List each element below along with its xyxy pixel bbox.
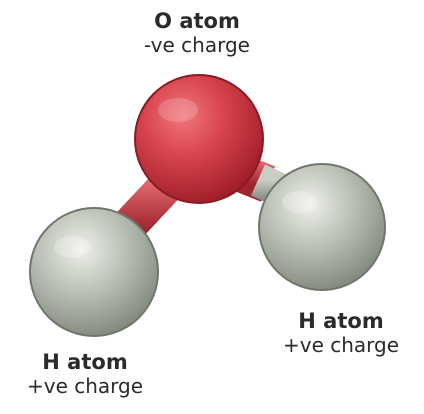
- oxygen-atom: [134, 74, 264, 204]
- hydrogen-atom-left-label: H atom +ve charge: [0, 350, 170, 398]
- hydrogen-atom-left-name: H atom: [42, 350, 128, 374]
- hydrogen-atom-right-label: H atom +ve charge: [258, 309, 424, 357]
- hydrogen-atom-left-charge: +ve charge: [26, 373, 144, 398]
- oxygen-atom-name: O atom: [154, 9, 240, 33]
- hydrogen-atom-right-name: H atom: [298, 309, 384, 333]
- hydrogen-atom-right-charge: +ve charge: [282, 332, 400, 357]
- hydrogen-atom-right: [258, 163, 386, 291]
- oxygen-atom-label: O atom -ve charge: [112, 9, 282, 57]
- hydrogen-atom-left: [29, 207, 159, 337]
- oxygen-atom-charge: -ve charge: [144, 32, 250, 57]
